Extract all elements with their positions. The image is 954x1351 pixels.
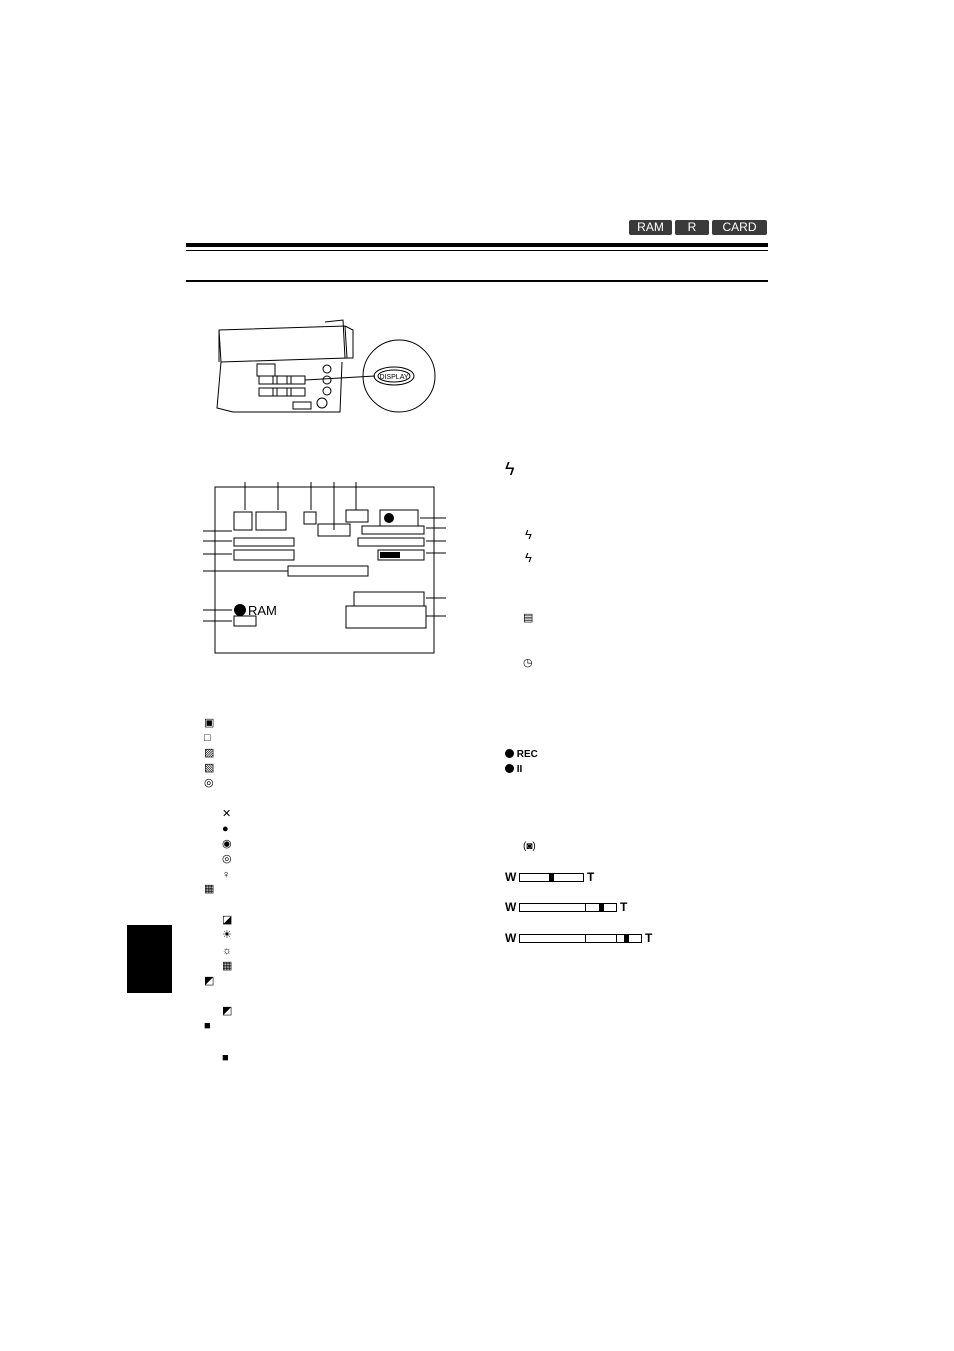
zoom-t-label-3: T [645,931,653,945]
image-stabilizer-icon: (◙) [523,841,536,852]
zoom-divider [616,935,617,942]
portrait-icon: ▧ [204,762,215,774]
rec-indicator: REC [505,749,538,760]
auto-wb-icon: ◪ [222,914,233,926]
header-rule-thin [186,250,768,251]
exposure-icon: ◩ [204,975,215,987]
white-balance-icon: ▦ [204,883,215,895]
zoom-t-label-2: T [620,900,628,914]
program-icon: ▤ [523,612,534,624]
display-button-label: DISPLAY [379,374,408,381]
zoom-w-label-2: W [505,900,517,914]
badge-ram: RAM [629,220,672,235]
zoom-marker [549,874,554,881]
spotlight-icon: ◉ [222,838,232,850]
program-ae-icon: ◎ [204,777,214,789]
manual-focus-small-icon: ■ [222,1052,229,1064]
zoom-w-label-3: W [505,931,517,945]
manual-focus-icon: ■ [204,1020,211,1032]
zoom-bar-1 [519,873,584,882]
badge-card: CARD [712,220,767,235]
zoom-bar-3 [519,934,642,943]
zoom-w-label-1: W [505,870,517,884]
pause-dot-icon [505,764,514,773]
pause-indicator: II [505,764,522,775]
header-rule [186,243,768,247]
screen-diagram: RAM [203,482,446,654]
zoom-t-label-1: T [587,870,595,884]
portrait-mode-icon: ● [222,823,229,835]
memo-icon: □ [204,732,211,744]
zoom-divider [585,935,586,942]
low-light-icon: ♀ [222,869,231,881]
manual-exposure-icon: ◩ [222,1005,233,1017]
badge-r: R [675,220,709,235]
title-underline [186,280,768,282]
flash-icon: ϟ [505,459,515,479]
sports-icon: ✕ [222,808,232,820]
rec-label: REC [516,749,538,760]
flash-on-icon: ϟ [525,527,532,542]
rec-dot-icon [505,749,514,758]
camcorder-illustration: DISPLAY [216,319,436,413]
zoom-bar-2 [519,903,617,912]
chapter-side-tab [127,925,172,993]
self-timer-icon: ◷ [523,657,533,669]
pause-label: II [516,764,523,775]
zoom-marker [624,935,629,942]
lamp-icon: ☼ [222,945,233,957]
zoom-marker [599,904,604,911]
flash-off-icon: ϟ [525,550,532,565]
fluorescent-icon: ▦ [222,960,233,972]
scene-icon: ▨ [204,747,215,759]
surf-snow-icon: ◎ [222,853,232,865]
movie-camera-icon: ▣ [204,717,215,729]
zoom-divider [585,904,586,911]
screen-disc-label: RAM [248,603,277,618]
sunlight-icon: ☀ [222,929,232,941]
